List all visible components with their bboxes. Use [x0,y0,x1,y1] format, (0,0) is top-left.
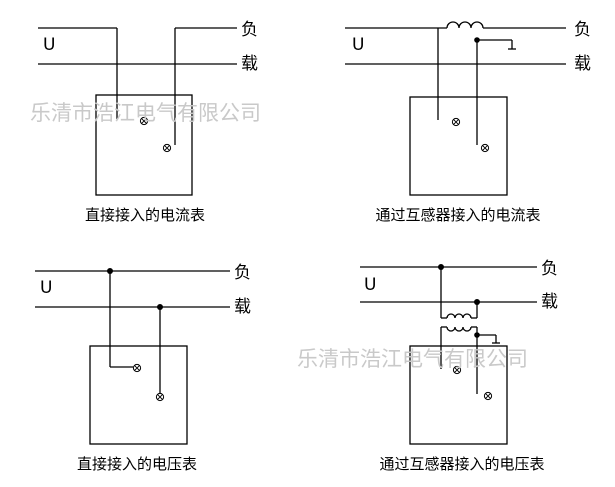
source-label: U [364,275,376,295]
pt-coil [446,326,472,332]
panel-caption: 直接接入的电流表 [85,206,205,224]
panel-ammeter-direct: U 负 载 直接接入的电流表 [38,20,258,224]
panel-caption: 通过互感器接入的电压表 [379,455,544,473]
voltmeter-box [89,345,188,445]
pt-coil [446,313,472,319]
load-label-bottom: 载 [234,297,251,317]
panel-voltmeter-pt: U 负 载 通过互感器接入的电压表 [360,259,558,473]
panel-caption: 通过互感器接入的电流表 [375,206,540,224]
load-label-top: 负 [241,20,258,40]
ammeter-box [95,94,193,196]
load-label-bottom: 载 [241,54,258,74]
source-label: U [43,35,55,55]
meter-terminal [483,391,493,401]
load-label-top: 负 [541,259,558,279]
meter-terminal [155,392,165,402]
load-label-bottom: 载 [541,292,558,312]
load-label-top: 负 [234,263,251,283]
ct-primary-coil [446,21,484,29]
source-label: U [352,35,364,55]
load-label-bottom: 载 [574,54,591,74]
meter-terminal [451,117,461,127]
meter-terminal [139,116,149,126]
meter-terminal [452,365,462,375]
panel-ammeter-ct: U 负 载 通过互感器接入的电流表 [345,20,591,224]
panel-caption: 直接接入的电压表 [77,455,197,473]
watermark-text: 乐清市浩江电气有限公司 [297,347,528,371]
watermark-text: 乐清市浩江电气有限公司 [30,101,261,125]
meter-terminal [162,143,172,153]
meter-terminal [132,363,142,373]
meter-terminal [480,143,490,153]
source-label: U [40,278,52,298]
panel-voltmeter-direct: U 负 载 直接接入的电压表 [35,263,251,473]
load-label-top: 负 [574,20,591,40]
ammeter-box [409,96,508,196]
